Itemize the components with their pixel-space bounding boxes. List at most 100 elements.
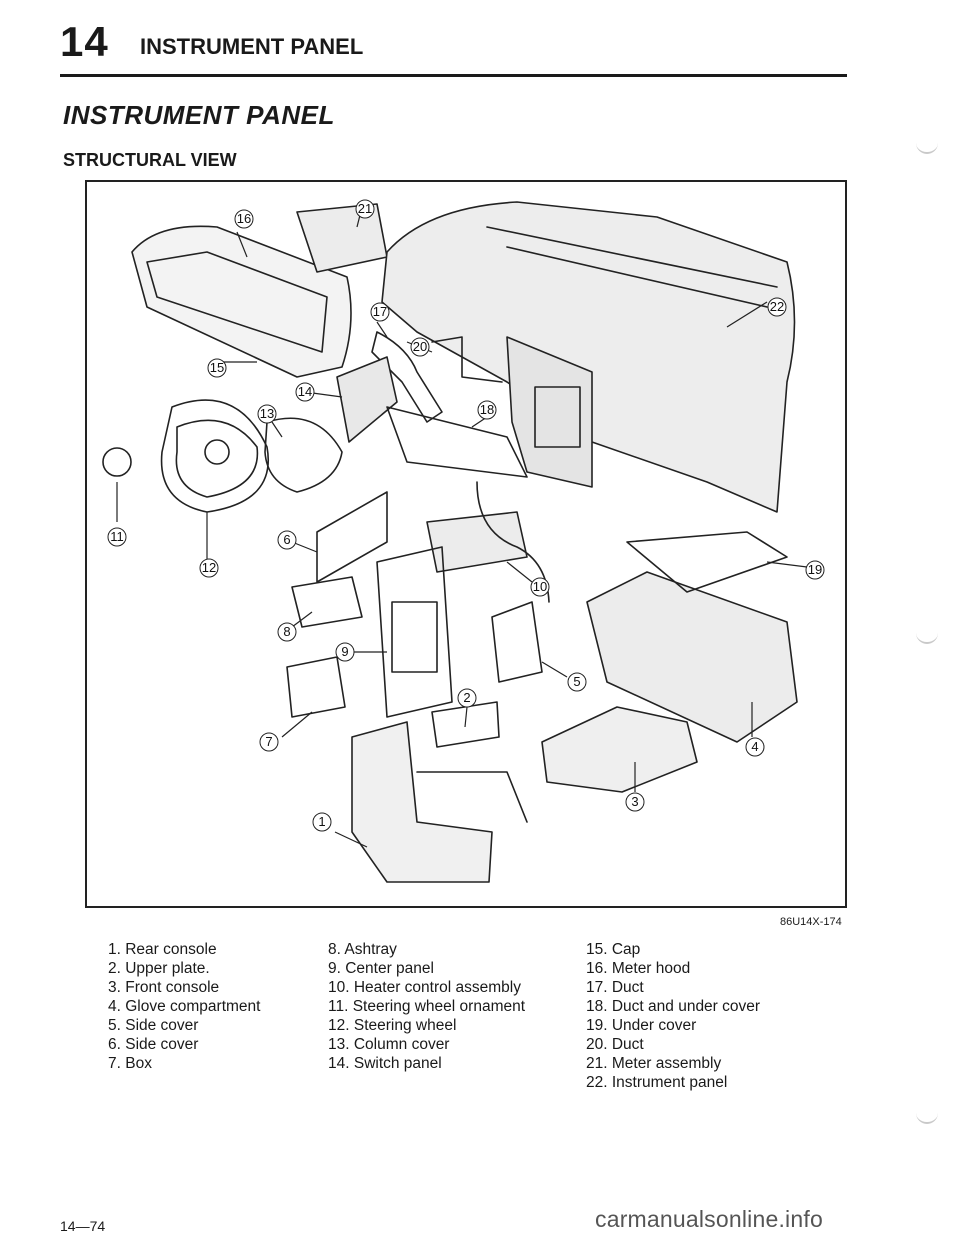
svg-text:11: 11 — [110, 529, 124, 544]
svg-text:14: 14 — [298, 384, 312, 399]
svg-text:12: 12 — [202, 560, 216, 575]
callout-9: 9 — [335, 642, 355, 662]
steering-wheel-rim — [160, 399, 269, 513]
header-rule — [60, 74, 847, 77]
box-shape — [286, 656, 346, 718]
page-header: 14 INSTRUMENT PANEL — [60, 18, 850, 80]
steering-hub-shape — [204, 439, 230, 465]
legend-item: 17. Duct — [586, 979, 644, 996]
legend-item: 21. Meter assembly — [586, 1055, 722, 1072]
svg-text:16: 16 — [237, 211, 251, 226]
callout-21: 21 — [355, 199, 375, 219]
svg-text:7: 7 — [265, 734, 272, 749]
ashtray-shape — [291, 576, 363, 628]
section-title: INSTRUMENT PANEL — [140, 34, 364, 59]
legend-item: 22. Instrument panel — [586, 1074, 728, 1091]
scan-edge-mark — [916, 630, 938, 644]
legend-column-1: 1. Rear console 2. Upper plate. 3. Front… — [108, 940, 260, 1073]
duct-shape — [371, 331, 443, 423]
legend-item: 9. Center panel — [328, 960, 434, 977]
watermark: carmanualsonline.info — [595, 1206, 823, 1232]
under-cover-shape — [626, 531, 788, 593]
callout-8: 8 — [277, 622, 297, 642]
meter-hood-inner — [146, 251, 328, 353]
exploded-diagram: 16 21 22 17 20 15 14 13 18 11 12 6 19 10… — [102, 199, 825, 883]
callout-13: 13 — [257, 404, 277, 424]
section-number: 14 — [60, 18, 109, 65]
heater-control-shape — [426, 511, 528, 573]
legend-item: 10. Heater control assembly — [328, 979, 521, 996]
svg-text:13: 13 — [260, 406, 274, 421]
callout-16: 16 — [234, 209, 254, 229]
callout-10: 10 — [530, 577, 550, 597]
scan-edge-mark — [916, 140, 938, 154]
ornament-shape — [102, 447, 132, 477]
callout-22: 22 — [767, 297, 787, 317]
legend-item: 2. Upper plate. — [108, 960, 210, 977]
callout-3: 3 — [625, 792, 645, 812]
svg-text:4: 4 — [751, 739, 758, 754]
legend-column-3: 15. Cap 16. Meter hood 17. Duct 18. Duct… — [586, 940, 760, 1092]
center-panel-shape — [376, 546, 453, 718]
legend-item: 1. Rear console — [108, 941, 217, 958]
svg-text:17: 17 — [373, 304, 387, 319]
svg-text:8: 8 — [283, 624, 290, 639]
svg-text:2: 2 — [463, 690, 470, 705]
legend-item: 3. Front console — [108, 979, 220, 996]
legend-item: 14. Switch panel — [328, 1055, 442, 1072]
glove-compartment-shape — [586, 571, 798, 743]
svg-text:10: 10 — [533, 579, 547, 594]
legend-item: 6. Side cover — [108, 1036, 199, 1053]
page-title: INSTRUMENT PANEL — [63, 100, 335, 130]
legend-item: 15. Cap — [586, 941, 641, 958]
svg-text:22: 22 — [770, 299, 784, 314]
page-number: 14—74 — [60, 1218, 106, 1234]
svg-text:5: 5 — [573, 674, 580, 689]
column-cover-shape — [264, 417, 343, 493]
svg-text:6: 6 — [283, 532, 290, 547]
duct-under-cover-shape — [386, 406, 528, 478]
center-stack-shape — [506, 336, 593, 488]
callout-11: 11 — [107, 527, 127, 547]
switch-panel-shape — [336, 356, 398, 443]
svg-text:21: 21 — [358, 201, 372, 216]
instrument-panel-shape — [381, 201, 796, 513]
svg-text:9: 9 — [341, 644, 348, 659]
upper-plate-shape — [431, 701, 500, 748]
svg-text:3: 3 — [631, 794, 638, 809]
side-cover-shape — [316, 491, 388, 583]
callout-17: 17 — [370, 302, 390, 322]
callout-5: 5 — [567, 672, 587, 692]
legend-item: 11. Steering wheel ornament — [328, 998, 526, 1015]
callout-19: 19 — [805, 560, 825, 580]
callout-12: 12 — [199, 558, 219, 578]
legend-item: 5. Side cover — [108, 1017, 199, 1034]
rear-console-shape — [351, 721, 493, 883]
scan-edge-mark — [916, 1110, 938, 1124]
figure-code: 86U14X-174 — [780, 916, 842, 928]
legend-item: 20. Duct — [586, 1036, 644, 1053]
callout-14: 14 — [295, 382, 315, 402]
svg-text:19: 19 — [808, 562, 822, 577]
callout-1: 1 — [312, 812, 332, 832]
callout-20: 20 — [410, 337, 430, 357]
structural-view-figure: 16 21 22 17 20 15 14 13 18 11 12 6 19 10… — [85, 180, 847, 908]
legend-item: 7. Box — [108, 1055, 152, 1072]
meter-assembly-shape — [296, 203, 388, 273]
legend-item: 4. Glove compartment — [108, 998, 261, 1015]
callout-15: 15 — [207, 358, 227, 378]
callout-2: 2 — [457, 688, 477, 708]
callout-7: 7 — [259, 732, 279, 752]
svg-text:15: 15 — [210, 360, 224, 375]
legend-item: 12. Steering wheel — [328, 1017, 457, 1034]
legend-item: 16. Meter hood — [586, 960, 691, 977]
section-subtitle: STRUCTURAL VIEW — [63, 150, 237, 170]
svg-text:18: 18 — [480, 402, 494, 417]
legend-column-2: 8. Ashtray 9. Center panel 10. Heater co… — [328, 940, 525, 1073]
front-console-shape — [541, 706, 698, 793]
callout-6: 6 — [277, 530, 297, 550]
meter-hood-shape — [131, 225, 352, 378]
side-cover-5-shape — [491, 601, 543, 683]
callout-18: 18 — [477, 400, 497, 420]
legend-item: 8. Ashtray — [328, 941, 397, 958]
